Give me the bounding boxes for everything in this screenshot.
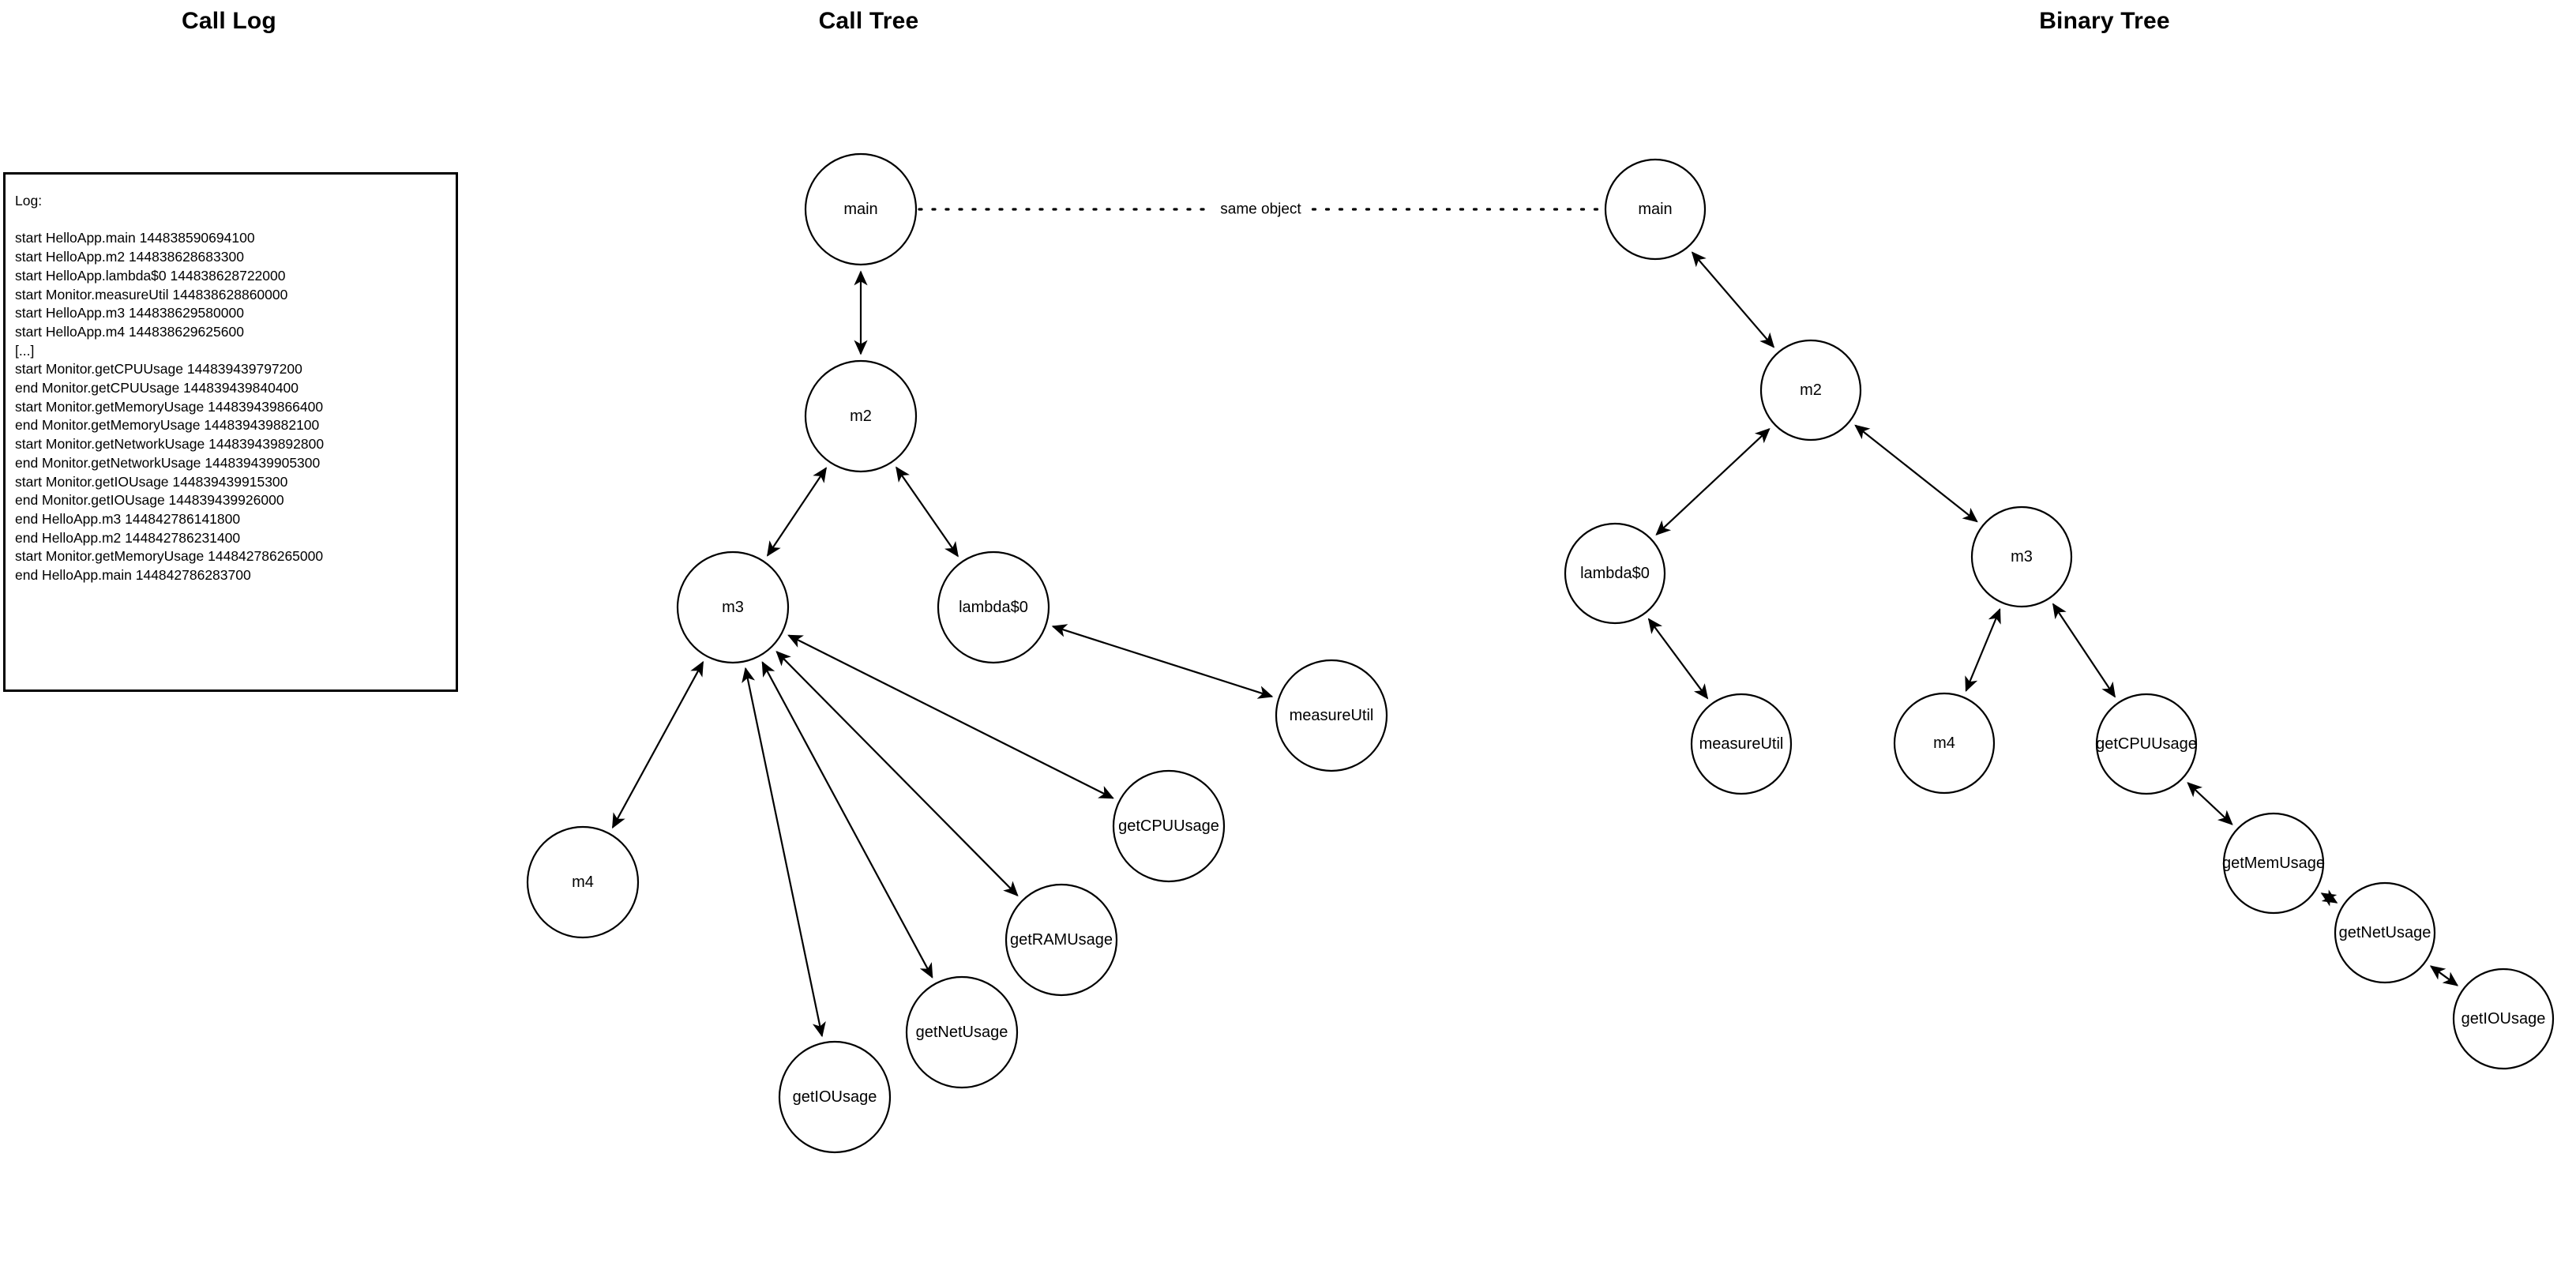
- edge-call_tree-m3-to-getIOUsage: [742, 667, 826, 1038]
- node-shape: [1690, 693, 1793, 795]
- edge-binary_tree-m2-to-lambda0: [1655, 428, 1771, 535]
- node-shape: [526, 825, 640, 939]
- node-binary_tree-lambda0[interactable]: lambda$0: [1564, 522, 1666, 625]
- node-label: m2: [1800, 381, 1822, 399]
- node-call_tree-m3[interactable]: m3: [676, 550, 790, 664]
- same-object-label: same object: [1220, 201, 1301, 218]
- node-label: getCPUUsage: [2096, 735, 2197, 753]
- node-label: getIOUsage: [793, 1088, 877, 1106]
- node-label: lambda$0: [1580, 565, 1650, 582]
- node-call_tree-getRAMUsage[interactable]: getRAMUsage: [1004, 883, 1118, 997]
- node-label: main: [1638, 201, 1672, 218]
- cross-links-layer: same object: [918, 201, 1604, 218]
- node-binary_tree-measureUtil[interactable]: measureUtil: [1690, 693, 1793, 795]
- node-binary_tree-m2[interactable]: m2: [1759, 339, 1862, 441]
- node-call_tree-measureUtil[interactable]: measureUtil: [1275, 659, 1388, 772]
- edge-binary_tree-m3-to-getCPUUsage: [2052, 603, 2116, 698]
- edge-binary_tree-getNetUsage-to-getIOUsage: [2429, 965, 2459, 986]
- node-shape: [1604, 158, 1707, 261]
- node-shape: [1970, 505, 2073, 608]
- call-log-box: Log: start HelloApp.main 144838590694100…: [3, 172, 458, 692]
- edge-call_tree-m2-to-lambda0: [896, 466, 959, 558]
- node-shape: [1893, 692, 1996, 795]
- node-call_tree-main[interactable]: main: [804, 152, 918, 266]
- node-shape: [905, 975, 1019, 1089]
- node-shape: [1275, 659, 1388, 772]
- node-shape: [676, 550, 790, 664]
- node-shape: [2095, 693, 2198, 795]
- node-label: getRAMUsage: [1010, 931, 1113, 949]
- node-label: m4: [1933, 735, 1955, 752]
- node-shape: [1759, 339, 1862, 441]
- edge-call_tree-m2-to-m3: [767, 467, 827, 557]
- call-log-text: Log: start HelloApp.main 144838590694100…: [15, 193, 325, 584]
- node-shape: [778, 1040, 892, 1154]
- node-call_tree-lambda0[interactable]: lambda$0: [937, 550, 1050, 664]
- node-label: getCPUUsage: [1118, 817, 1219, 835]
- node-label: measureUtil: [1290, 707, 1374, 724]
- node-binary_tree-getNetUsage[interactable]: getNetUsage: [2334, 881, 2436, 984]
- panel-title-call-log: Call Log: [182, 8, 276, 34]
- node-label: getIOUsage: [2461, 1010, 2546, 1028]
- node-shape: [1004, 883, 1118, 997]
- edge-binary_tree-lambda0-to-measureUtil: [1647, 618, 1709, 700]
- node-label: m3: [722, 599, 744, 616]
- node-label: getNetUsage: [2339, 924, 2431, 941]
- edge-call_tree-m3-to-getCPUUsage: [787, 634, 1114, 799]
- node-shape: [2334, 881, 2436, 984]
- edge-binary_tree-getCPUUsage-to-getMemUsage: [2187, 782, 2233, 825]
- edges-layer: [611, 251, 2459, 1038]
- node-label: m2: [850, 408, 872, 425]
- node-call_tree-getIOUsage[interactable]: getIOUsage: [778, 1040, 892, 1154]
- node-shape: [804, 152, 918, 266]
- node-binary_tree-getIOUsage[interactable]: getIOUsage: [2452, 968, 2555, 1070]
- edge-binary_tree-getMemUsage-to-getNetUsage: [2320, 889, 2338, 907]
- edge-call_tree-lambda0-to-measureUtil: [1051, 624, 1274, 699]
- edge-binary_tree-m2-to-m3: [1854, 424, 1978, 523]
- edge-binary_tree-m3-to-m4: [1965, 607, 2001, 693]
- panel-title-call-tree: Call Tree: [818, 8, 919, 34]
- node-label: getNetUsage: [916, 1024, 1008, 1041]
- node-shape: [937, 550, 1050, 664]
- node-label: measureUtil: [1699, 735, 1784, 753]
- node-call_tree-getNetUsage[interactable]: getNetUsage: [905, 975, 1019, 1089]
- node-call_tree-m4[interactable]: m4: [526, 825, 640, 939]
- node-binary_tree-getCPUUsage[interactable]: getCPUUsage: [2095, 693, 2198, 795]
- node-binary_tree-m3[interactable]: m3: [1970, 505, 2073, 608]
- node-shape: [1564, 522, 1666, 625]
- node-binary_tree-m4[interactable]: m4: [1893, 692, 1996, 795]
- node-shape: [2452, 968, 2555, 1070]
- node-label: m4: [572, 874, 594, 891]
- edge-call_tree-m3-to-m4: [611, 660, 704, 829]
- node-label: getMemUsage: [2222, 855, 2325, 872]
- node-shape: [1112, 769, 1226, 883]
- edge-binary_tree-main-to-m2: [1691, 251, 1775, 348]
- node-label: main: [843, 201, 877, 218]
- node-binary_tree-getMemUsage[interactable]: getMemUsage: [2222, 812, 2325, 915]
- node-label: m3: [2011, 548, 2033, 565]
- nodes-layer: main m2 m3 lambda$0 measureUtil m4 getCPUUsage…: [526, 152, 2555, 1154]
- node-call_tree-m2[interactable]: m2: [804, 359, 918, 473]
- panel-title-binary-tree: Binary Tree: [2039, 8, 2170, 34]
- node-call_tree-getCPUUsage[interactable]: getCPUUsage: [1112, 769, 1226, 883]
- node-binary_tree-main[interactable]: main: [1604, 158, 1707, 261]
- node-shape: [2222, 812, 2325, 915]
- node-label: lambda$0: [959, 599, 1028, 616]
- node-shape: [804, 359, 918, 473]
- edge-call_tree-m3-to-getRAMUsage: [775, 651, 1019, 896]
- edge-call_tree-m3-to-getNetUsage: [761, 661, 933, 979]
